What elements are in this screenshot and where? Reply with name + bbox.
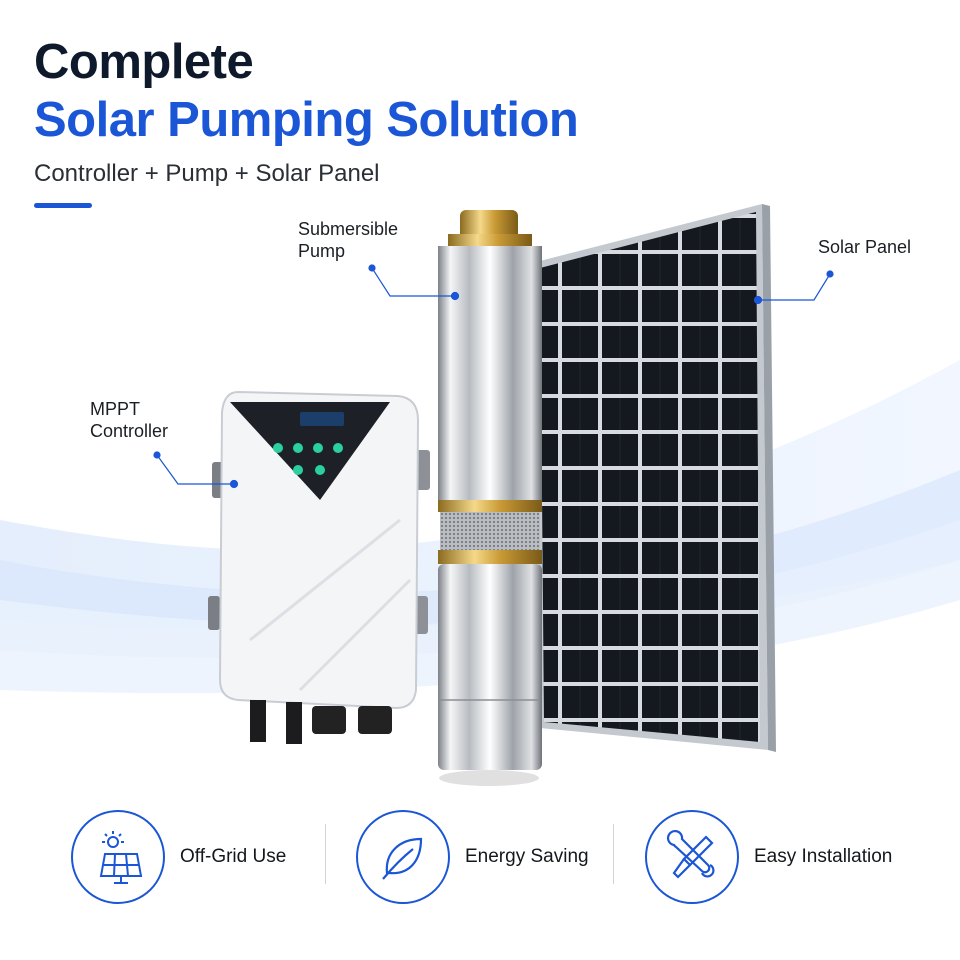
feature-label-off-grid: Off-Grid Use [180,846,287,867]
callout-controller-line-1: MPPT [90,399,141,419]
submersible-pump [438,210,542,786]
feature-label-easy-installation: Easy Installation [754,846,893,867]
callout-controller: MPPT Controller [90,398,230,442]
mppt-controller [208,390,430,744]
title-line-2: Solar Pumping Solution [34,93,579,147]
feature-divider [325,824,326,884]
title-line-1: Complete [34,35,254,89]
callout-pump-line-1: Submersible [298,219,399,239]
feature-off-grid: Off-Grid Use [71,807,286,907]
callout-controller-line-2: Controller [90,421,169,441]
title-underline [34,203,92,208]
callout-lines [153,264,834,489]
feature-energy-saving: Energy Saving [356,807,589,907]
solar-panel [536,204,776,752]
subtitle: Controller + Pump + Solar Panel [34,160,380,187]
callout-pump-line-2: Pump [298,241,346,261]
solar-panel-sun-icon [71,810,165,904]
callout-pump: Submersible Pump [298,218,458,262]
leaf-icon [356,810,450,904]
feature-easy-installation: Easy Installation [645,807,892,907]
tools-icon [645,810,739,904]
callout-panel: Solar Panel [818,237,912,257]
feature-label-energy-saving: Energy Saving [465,846,589,867]
feature-divider [613,824,614,884]
